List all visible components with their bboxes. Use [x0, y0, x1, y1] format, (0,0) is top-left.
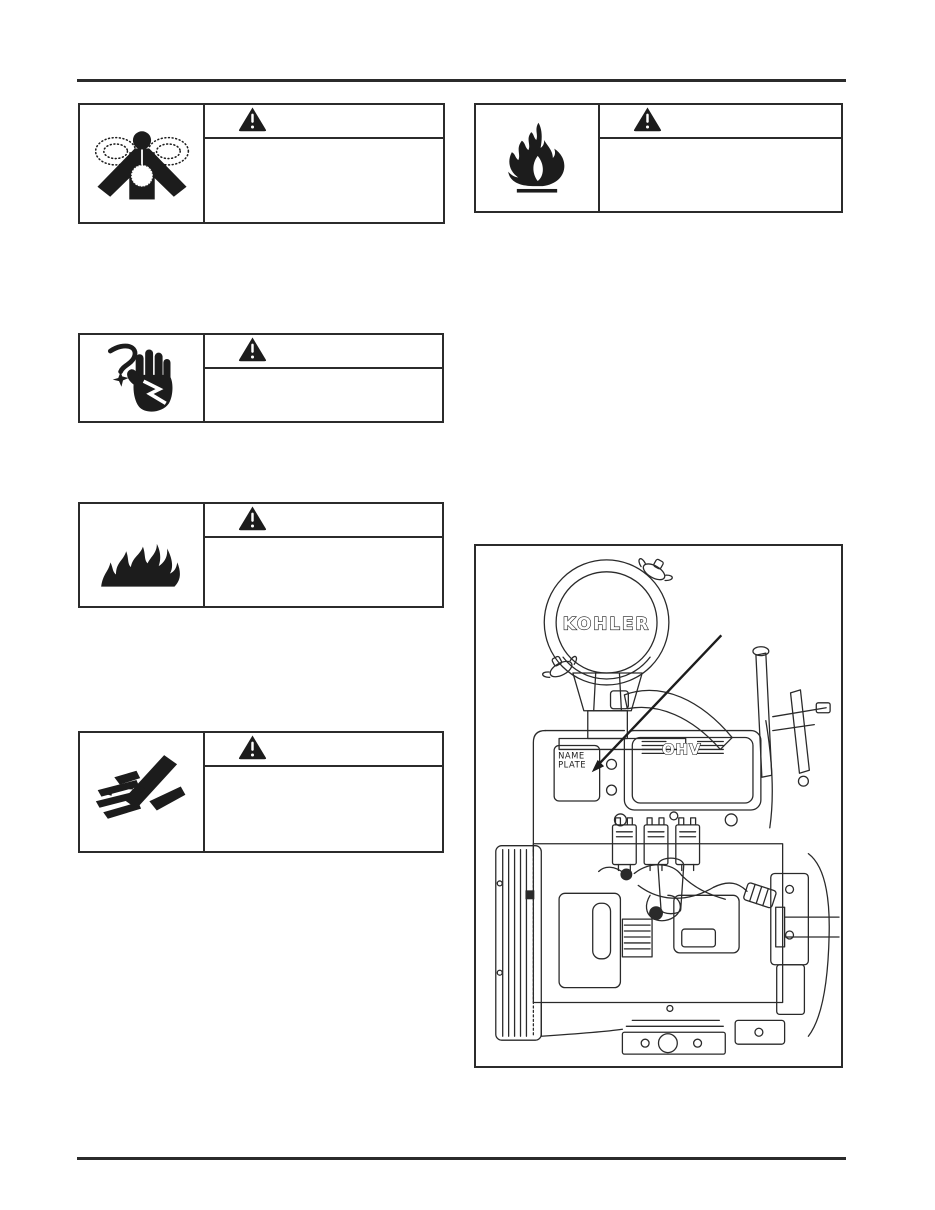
electrical-shock-icon — [80, 335, 205, 421]
warning-box-electrical-shock — [78, 333, 444, 423]
warning-box-explosive-fuel — [474, 103, 843, 213]
warning-box-lethal-gases — [78, 103, 445, 224]
warning-text-area — [600, 139, 841, 211]
warning-text-panel — [205, 335, 442, 421]
warning-header — [600, 105, 841, 139]
fire-hazard-icon — [80, 504, 205, 606]
warning-box-fire-hazard — [78, 502, 444, 608]
ohv-badge-text: OHV — [662, 740, 701, 758]
warning-text-panel — [205, 105, 443, 222]
warning-text-panel — [205, 733, 442, 851]
warning-triangle-icon — [237, 505, 268, 536]
explosive-fuel-icon — [476, 105, 600, 211]
lethal-gases-icon — [80, 105, 205, 222]
warning-header — [205, 733, 442, 767]
warning-box-fluid-injection — [78, 731, 444, 853]
warning-text-panel — [205, 504, 442, 606]
warning-triangle-icon — [237, 106, 268, 137]
warning-header — [205, 504, 442, 538]
warning-text-panel — [600, 105, 841, 211]
fluid-injection-icon — [80, 733, 205, 851]
warning-triangle-icon — [632, 106, 663, 137]
bottom-rule — [77, 1157, 846, 1160]
top-rule — [77, 79, 846, 82]
warning-header — [205, 105, 443, 139]
warning-text-area — [205, 139, 443, 222]
warning-triangle-icon — [237, 734, 268, 765]
warning-triangle-icon — [237, 336, 268, 367]
kohler-logo-text: KOHLER — [563, 613, 651, 633]
warning-text-area — [205, 767, 442, 851]
warning-text-area — [205, 369, 442, 421]
name-plate-arrow — [591, 634, 723, 773]
warning-text-area — [205, 538, 442, 606]
warning-header — [205, 335, 442, 369]
